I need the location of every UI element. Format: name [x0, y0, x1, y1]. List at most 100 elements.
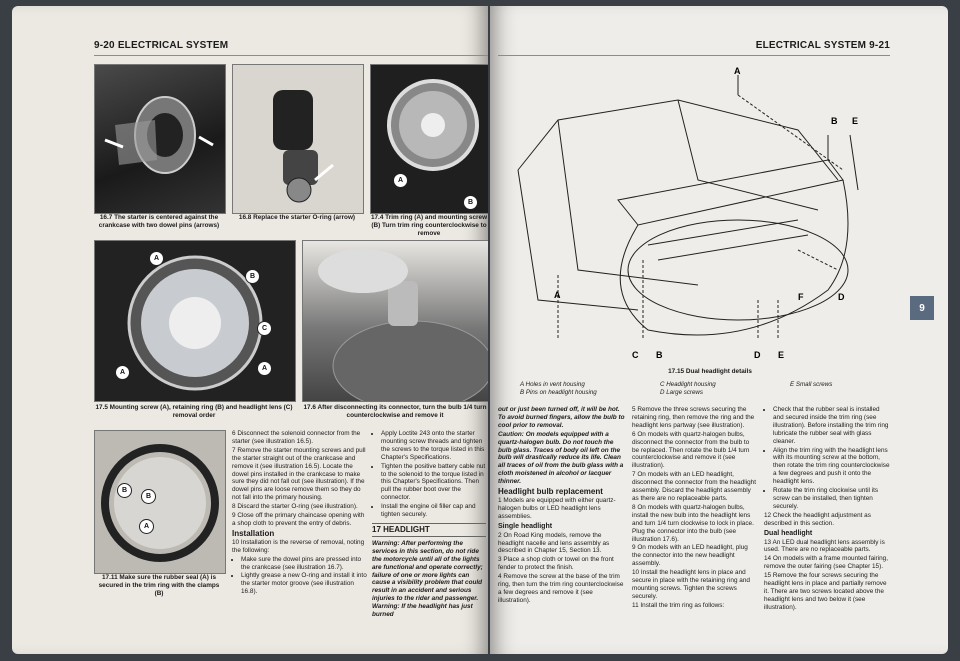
list-item: Check that the rubber seal is installed … — [773, 406, 890, 446]
right-text-col3: Check that the rubber seal is installed … — [764, 406, 890, 613]
callout-b: B — [141, 489, 156, 504]
label-b: B — [831, 116, 838, 126]
list-item: Rotate the trim ring clockwise until its… — [773, 487, 890, 511]
right-text-col2: 5 Remove the three screws securing the r… — [632, 406, 758, 611]
para: 5 Remove the three screws securing the r… — [632, 406, 755, 429]
legend-item: E Small screws — [790, 381, 833, 388]
para: 9 Close off the primary chaincase openin… — [232, 512, 365, 527]
warning-continued: out or just been turned off, it will be … — [498, 406, 625, 429]
para: 7 On models with an LED headlight, disco… — [632, 471, 756, 502]
legend-col3: E Small screws — [790, 381, 900, 389]
para: 8 Discard the starter O-ring (see illust… — [232, 503, 358, 511]
right-section-title: ELECTRICAL SYSTEM — [755, 40, 867, 51]
callout-b: B — [245, 269, 260, 284]
para: 6 Disconnect the solenoid connector from… — [232, 430, 361, 445]
starter-motor-art — [273, 90, 334, 203]
photo-17-11: B B A — [94, 430, 226, 574]
list-item: Tighten the positive battery cable nut t… — [381, 463, 486, 503]
photo-17-4: A B — [370, 64, 488, 214]
legend-col2: C Headlight housing D Large screws — [660, 381, 770, 397]
right-page-number: 9-21 — [869, 40, 890, 51]
bulb-removal-art — [318, 249, 488, 401]
label-d-bottom: D — [754, 350, 761, 360]
para: 3 Place a shop cloth or towel on the fro… — [498, 556, 614, 572]
label-e: E — [852, 116, 858, 126]
caption-17-4: 17.4 Trim ring (A) and mounting screw (B… — [370, 214, 488, 237]
para: 4 Remove the screw at the base of the tr… — [498, 573, 624, 604]
caution-text: Caution: On models equipped with a quart… — [498, 430, 624, 486]
label-b-bottom: B — [656, 350, 663, 360]
para: 15 Remove the four screws securing the h… — [764, 572, 887, 611]
para: 10 Installation is the reverse of remova… — [232, 538, 365, 554]
caption-17-15: 17.15 Dual headlight details — [668, 368, 752, 375]
bullet-list: Apply Loctite 243 onto the starter mount… — [372, 430, 486, 519]
installation-heading: Installation — [232, 528, 275, 538]
bullet-list: Check that the rubber seal is installed … — [764, 406, 890, 511]
open-manual: 9-20 ELECTRICAL SYSTEM 16.7 The starter … — [6, 6, 954, 656]
para: 2 On Road King models, remove the headli… — [498, 531, 610, 555]
photo-16-7 — [94, 64, 226, 214]
photo-17-6 — [302, 240, 488, 402]
callout-b: B — [463, 195, 478, 210]
warning-text: Warning: After performing the services i… — [372, 539, 483, 619]
legend-item: D Large screws — [660, 389, 703, 396]
right-text-col1: out or just been turned off, it will be … — [498, 406, 626, 606]
left-page: 9-20 ELECTRICAL SYSTEM 16.7 The starter … — [12, 6, 488, 654]
dual-headlight-diagram: A B E F D A C B D E — [517, 66, 859, 360]
left-text-col2: Apply Loctite 243 onto the starter mount… — [372, 430, 486, 620]
label-a-top: A — [734, 66, 741, 76]
caption-16-7: 16.7 The starter is centered against the… — [98, 214, 220, 229]
para: 6 On models with quartz-halogen bulbs, d… — [632, 430, 750, 470]
legend-item: A Holes in vent housing — [520, 381, 585, 388]
heading-single-headlight: Single headlight — [498, 522, 553, 530]
caption-17-6: 17.6 After disconnecting its connector, … — [303, 404, 487, 419]
chapter-tab: 9 — [910, 296, 934, 320]
callout-c: C — [257, 321, 272, 336]
starter-photo-art — [104, 96, 214, 174]
list-item: Lightly grease a new O-ring and install … — [241, 572, 368, 596]
label-d: D — [838, 292, 845, 302]
para: 13 An LED dual headlight lens assembly i… — [764, 538, 885, 554]
para: 14 On models with a frame mounted fairin… — [764, 555, 888, 571]
para: 8 On models with quartz-halogen bulbs, i… — [632, 503, 754, 543]
list-item: Make sure the dowel pins are pressed int… — [241, 556, 368, 572]
callout-a: A — [139, 519, 154, 534]
legend-item: B Pins on headlight housing — [520, 389, 597, 396]
left-page-number: 9-20 — [94, 40, 115, 51]
photo-17-5: A B C A A — [94, 240, 296, 402]
label-c: C — [632, 350, 639, 360]
right-page: ELECTRICAL SYSTEM 9-21 9 — [490, 6, 948, 654]
list-item: Align the trim ring with the headlight l… — [773, 447, 890, 487]
heading-bulb-replacement: Headlight bulb replacement — [498, 487, 603, 497]
headlight-photo-art — [387, 79, 479, 171]
header-rule — [94, 55, 488, 56]
caption-16-8: 16.8 Replace the starter O-ring (arrow) — [238, 214, 356, 221]
para: 12 Check the headlight adjustment as des… — [764, 511, 871, 527]
callout-a: A — [115, 365, 130, 380]
callout-b: B — [117, 483, 132, 498]
para: 9 On models with an LED headlight, plug … — [632, 544, 748, 568]
headlight-lens-art — [127, 255, 263, 391]
label-a-bottom: A — [554, 290, 561, 300]
callout-a: A — [257, 361, 272, 376]
list-item: Apply Loctite 243 onto the starter mount… — [381, 430, 486, 462]
left-section-title: ELECTRICAL SYSTEM — [117, 40, 229, 51]
section-heading-headlight: 17 HEADLIGHT — [372, 522, 486, 537]
para: 1 Models are equipped with either quartz… — [498, 496, 616, 520]
header-rule — [498, 55, 890, 56]
legend-col1: A Holes in vent housing B Pins on headli… — [520, 381, 650, 397]
photo-16-8 — [232, 64, 364, 214]
label-f: F — [798, 292, 804, 302]
para: 10 Install the headlight lens in place a… — [632, 569, 750, 600]
para: 7 Remove the starter mounting screws and… — [232, 446, 366, 502]
caption-17-5: 17.5 Mounting screw (A), retaining ring … — [95, 404, 293, 419]
caption-17-11: 17.11 Make sure the rubber seal (A) is s… — [98, 574, 220, 597]
left-text-col1: 6 Disconnect the solenoid connector from… — [232, 430, 368, 597]
label-e-bottom: E — [778, 350, 784, 360]
left-page-header: 9-20 ELECTRICAL SYSTEM — [94, 40, 228, 51]
para: 11 Install the trim ring as follows: — [632, 601, 725, 609]
bullet-list: Make sure the dowel pins are pressed int… — [232, 556, 368, 597]
callout-a: A — [149, 251, 164, 266]
list-item: Install the engine oil filler cap and ti… — [381, 503, 486, 519]
legend-item: C Headlight housing — [660, 381, 716, 388]
